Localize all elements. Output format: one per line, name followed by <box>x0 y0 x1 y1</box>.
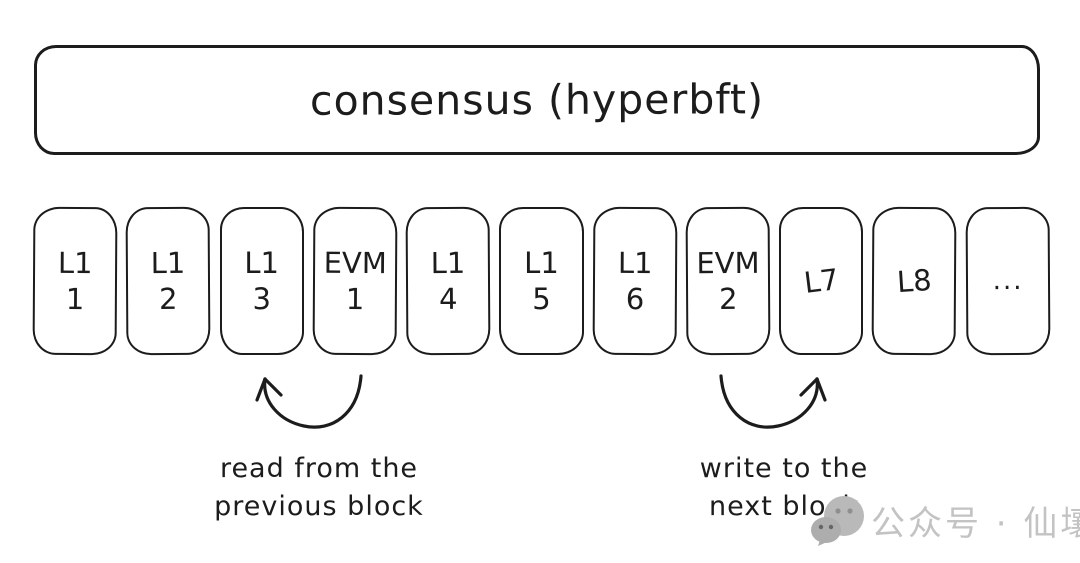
block-label: L8 <box>896 262 933 300</box>
block-l1-2: L1 2 <box>125 206 211 356</box>
block-ellipsis: ... <box>965 206 1051 356</box>
write-arrow-icon <box>719 374 827 429</box>
block-label: EVM <box>323 245 387 281</box>
watermark-text: 公众号 · 仙壤 <box>871 503 1080 544</box>
block-number: 1 <box>345 281 365 317</box>
block-evm-1: EVM 1 <box>312 206 398 356</box>
block-l8: L8 <box>871 206 958 356</box>
block-number: 4 <box>438 281 458 317</box>
read-annotation-line2: previous block <box>214 491 424 522</box>
block-label: L1 <box>150 245 186 281</box>
blocks-row: L1 1 L1 2 L1 3 EVM 1 L1 4 L1 5 L1 6 EVM <box>32 206 1051 356</box>
block-l1-6: L1 6 <box>592 206 678 356</box>
watermark: 公众号 · 仙壤 <box>810 491 1080 549</box>
block-label: L7 <box>802 262 841 300</box>
block-l1-1: L1 1 <box>32 206 118 356</box>
block-label: ... <box>992 265 1024 297</box>
block-label: L1 <box>524 246 559 280</box>
consensus-box: consensus (hyperbft) <box>34 45 1040 155</box>
block-label: L1 <box>57 245 93 281</box>
block-l7: L7 <box>779 207 864 355</box>
block-l1-3: L1 3 <box>219 207 304 355</box>
block-l1-5: L1 5 <box>499 207 584 355</box>
block-label: L1 <box>430 245 466 281</box>
block-label: L1 <box>617 245 653 281</box>
block-number: 1 <box>65 281 85 317</box>
block-number: 2 <box>159 281 178 317</box>
read-annotation-line1: read from the <box>219 453 419 484</box>
read-annotation: read from the previous block <box>194 450 444 526</box>
block-label: EVM <box>696 245 760 281</box>
block-number: 5 <box>532 282 551 316</box>
write-annotation-line1: write to the <box>699 453 869 484</box>
block-evm-2: EVM 2 <box>685 206 771 356</box>
read-arrow-icon <box>255 374 363 429</box>
block-number: 3 <box>252 282 271 316</box>
block-number: 6 <box>625 281 644 317</box>
consensus-title: consensus (hyperbft) <box>309 75 765 125</box>
block-l1-4: L1 4 <box>405 206 491 356</box>
block-label: L1 <box>244 246 279 280</box>
block-number: 2 <box>718 281 738 317</box>
wechat-icon <box>811 496 864 546</box>
